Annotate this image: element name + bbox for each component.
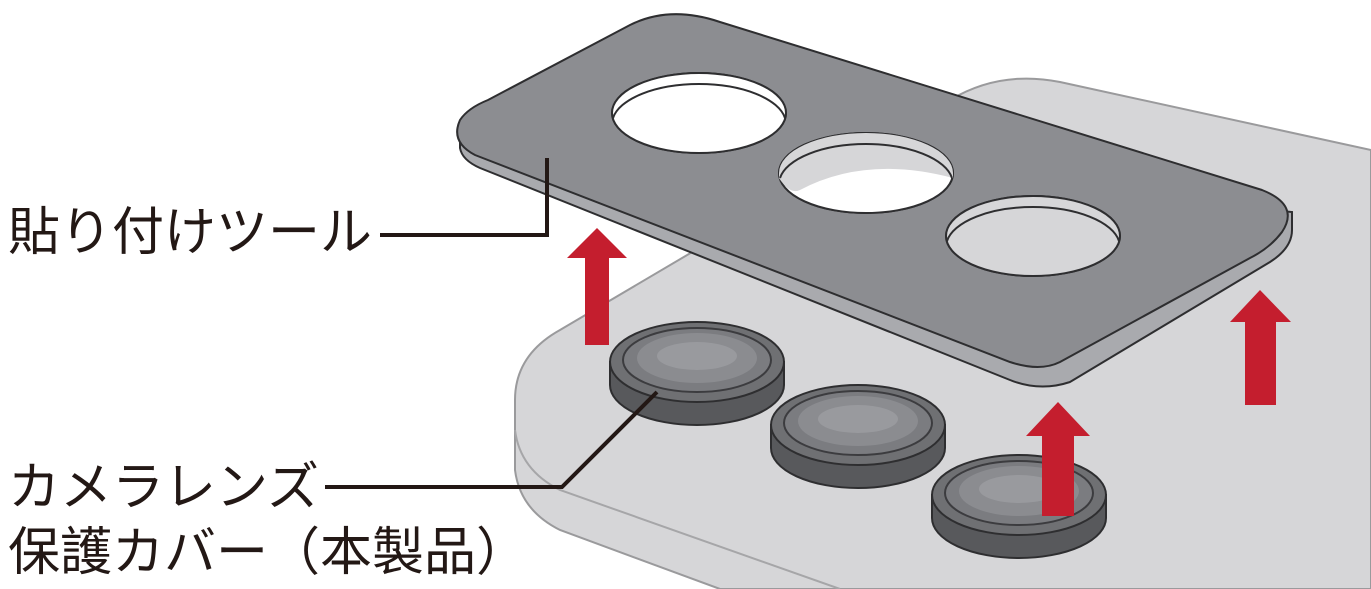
- lens-cover-1: [609, 321, 785, 426]
- cover-leader-line: [325, 390, 659, 489]
- cover-label-line2: 保護カバー（本製品）: [8, 523, 528, 583]
- lens-cover-2: [770, 384, 946, 489]
- up-arrow-icon: [1230, 290, 1291, 405]
- cover-label-line1: カメラレンズ: [8, 458, 319, 518]
- lens-cover-3: [931, 454, 1107, 559]
- tool-leader-line: [380, 158, 549, 237]
- up-arrow-icon: [1026, 402, 1090, 516]
- up-arrow-icon: [567, 228, 627, 345]
- application-tool: [456, 13, 1293, 388]
- tool-label: 貼り付けツール: [8, 203, 372, 263]
